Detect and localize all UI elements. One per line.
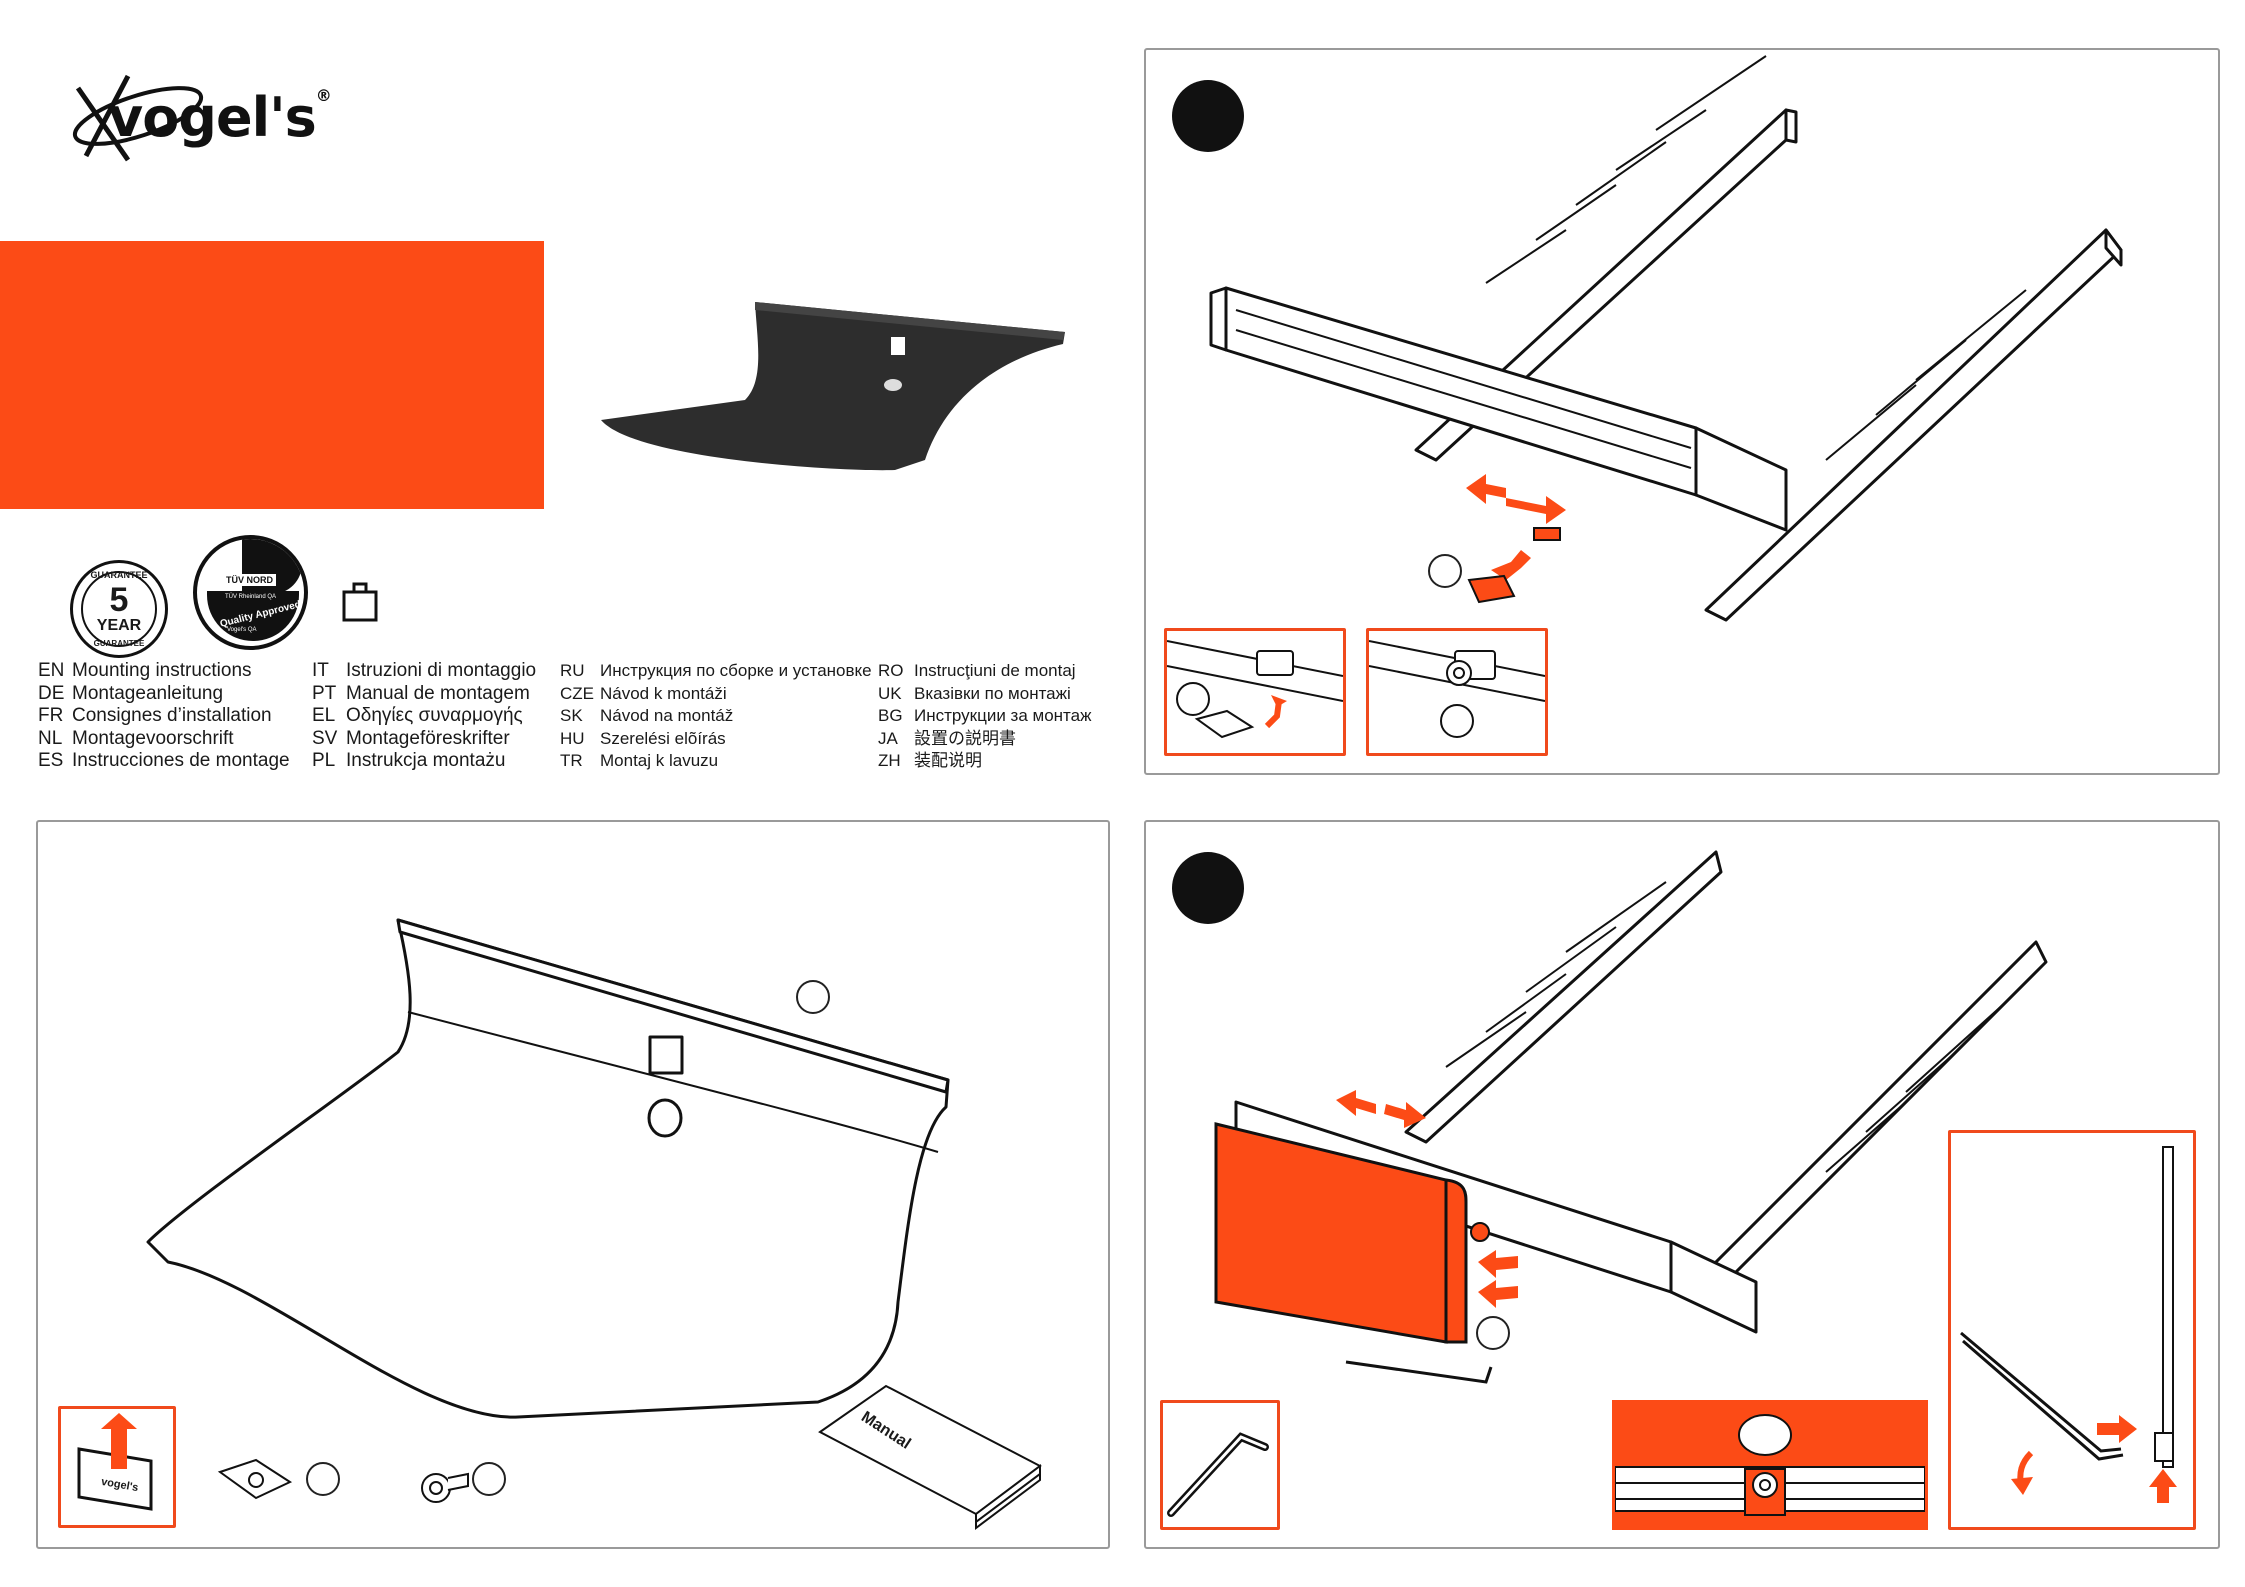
arrow-icon (2149, 1469, 2177, 1503)
screw-detail-orange (1612, 1400, 1928, 1530)
insert-nut-part (217, 1458, 293, 1500)
guarantee-unit: YEAR (96, 617, 142, 634)
arrow-icon (1478, 1280, 1518, 1308)
callout-circle (1428, 554, 1462, 588)
arrow-icon (1384, 1102, 1426, 1128)
parts-panel: vogel's Manual (36, 820, 1110, 1549)
hook-profile-illustration (1960, 1146, 2177, 1503)
step-number-dot (1172, 80, 1244, 152)
step-panel-2 (1144, 820, 2220, 1549)
rail-assembly-illustration (1209, 55, 2123, 622)
hex-key-tool (1160, 1400, 1280, 1530)
callout-circle (1476, 1316, 1510, 1350)
arrow-icon (1506, 496, 1566, 524)
tuv-name: TÜV NORD (223, 574, 276, 586)
arrow-icon (1491, 550, 1531, 580)
arrow-icon (2097, 1415, 2137, 1443)
profile-detail (1948, 1130, 2196, 1530)
insert-nut-detail (1167, 640, 1343, 739)
unbox-arrow-icon (77, 1413, 153, 1511)
screw-tightening-detail (1615, 1414, 1925, 1516)
detail-box-2 (1366, 628, 1548, 756)
product-shelf-image (601, 302, 1065, 471)
unbox-instruction: vogel's (58, 1406, 176, 1528)
step-number-dot (1172, 852, 1244, 924)
hex-key-icon (1167, 1432, 1269, 1517)
shelf-parts-illustration (146, 918, 950, 1419)
callout-circle (306, 1462, 340, 1496)
rotate-arrow-icon (2011, 1477, 2033, 1495)
detail-box-1 (1164, 628, 1346, 756)
tuv-ring: Vogel's QA (227, 627, 257, 633)
manual-booklet (818, 1384, 1042, 1530)
logo-orbit-icon (72, 74, 204, 162)
registered-mark: ® (315, 86, 332, 105)
screw-part (421, 1472, 469, 1503)
arrow-icon (1466, 474, 1506, 504)
orange-title-banner (0, 241, 544, 509)
guarantee-number: 5 (109, 581, 129, 619)
tuv-badge: TÜV NORD TÜV Rheinland QA Quality Approv… (193, 535, 308, 650)
tuv-line: TÜV Rheinland QA (225, 594, 277, 600)
arrow-icon (1478, 1250, 1518, 1278)
arrow-icon (1336, 1090, 1376, 1116)
guarantee-bottom: GUARANTEE (93, 639, 145, 648)
guarantee-top: GUARANTEE (90, 570, 148, 580)
guarantee-badge: GUARANTEE 5 YEAR GUARANTEE (70, 560, 168, 658)
step-panel-1 (1144, 48, 2220, 775)
weight-icon (342, 582, 378, 622)
rail-shelf-illustration (1214, 850, 2048, 1384)
screw-detail (1369, 640, 1545, 738)
brand-logo: vogel's® (68, 68, 348, 168)
callout-circle (796, 980, 830, 1014)
brand-name: vogel's (108, 86, 317, 149)
callout-circle (472, 1462, 506, 1496)
